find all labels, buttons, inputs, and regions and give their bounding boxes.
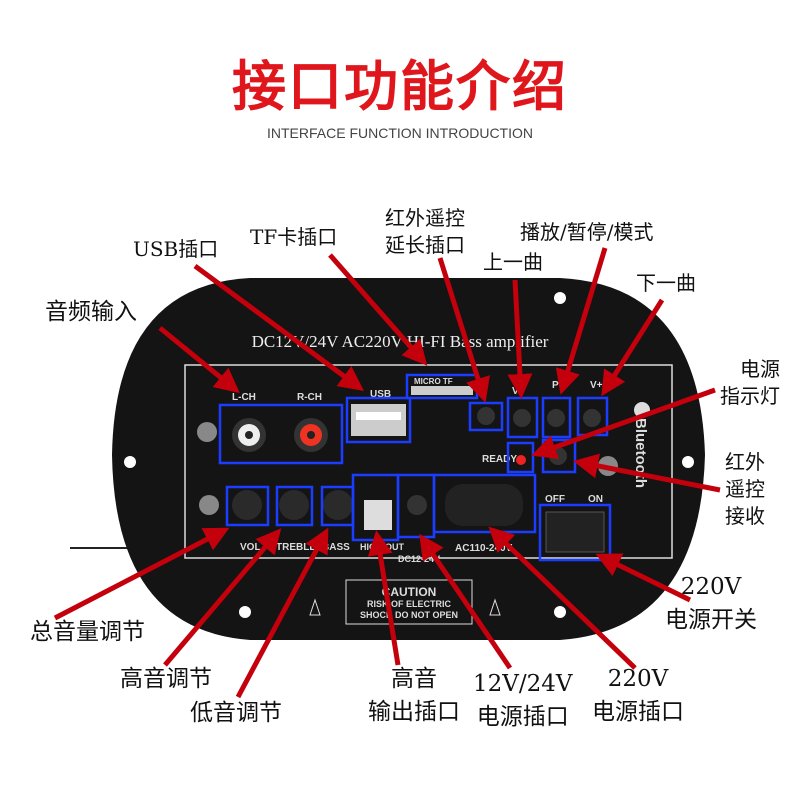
treble-text: TREBLE	[276, 542, 316, 553]
l-ch-text: L-CH	[232, 392, 256, 403]
high-out-text: HIGH OUT	[360, 542, 405, 552]
pointer-arrows	[53, 247, 721, 699]
label-bass: 低音调节	[190, 700, 282, 726]
label-ir-receiver: 红外遥控接收	[725, 449, 765, 530]
page-title: 接口功能介绍	[232, 55, 568, 118]
label-volume: 总音量调节	[30, 619, 145, 645]
label-line: 12V/24V	[473, 671, 573, 697]
label-line: 红外遥控	[385, 206, 465, 230]
label-ac-power: 220V 电源插口	[592, 663, 684, 729]
label-prev: 上一曲	[483, 250, 543, 274]
v-plus-text: V+	[590, 380, 603, 391]
label-line: 遥控	[725, 477, 765, 501]
label-next: 下一曲	[636, 271, 696, 295]
label-ir-extension: 红外遥控延长插口	[385, 205, 465, 259]
ready-text: READY	[482, 454, 517, 465]
label-audio-input: 音频输入	[45, 299, 137, 325]
label-dc-power: 12V/24V 电源插口	[473, 668, 573, 734]
label-line: 电源开关	[665, 607, 757, 633]
off-text: OFF	[545, 494, 565, 505]
label-high-out: 高音输出插口	[368, 663, 460, 729]
ac-text: AC110-240V	[455, 543, 513, 554]
on-text: ON	[588, 494, 603, 505]
caution-line-1: RISK OF ELECTRIC	[367, 599, 452, 609]
label-treble: 高音调节	[120, 666, 212, 692]
label-line: 接收	[725, 504, 765, 528]
label-usb-port: USB插口	[133, 237, 219, 261]
label-line: 电源插口	[476, 704, 569, 730]
model-text: DC12V/24V AC220V HI-FI Bass amplifier	[252, 332, 549, 351]
micro-tf-text: MICRO TF	[414, 377, 453, 386]
label-line: 输出插口	[368, 699, 460, 725]
label-line: 延长插口	[385, 233, 465, 257]
label-line: 红外	[725, 450, 765, 474]
label-line: 电源	[740, 357, 780, 381]
bluetooth-text: Bluetooth	[632, 418, 649, 488]
bass-text: BASS	[322, 542, 350, 553]
vol-text: VOL	[240, 542, 261, 553]
label-play-pause: 播放/暂停/模式	[520, 220, 654, 244]
label-tf-slot: TF卡插口	[250, 225, 338, 249]
label-power-switch: 220V 电源开关	[665, 571, 757, 637]
caution-text: CAUTION	[382, 585, 437, 599]
p-text: P	[552, 380, 559, 391]
caution-line-2: SHOCK DO NOT OPEN	[360, 610, 458, 620]
page-subtitle: INTERFACE FUNCTION INTRODUCTION	[267, 125, 533, 141]
usb-text: USB	[370, 389, 391, 400]
label-line: 220V	[680, 574, 742, 600]
label-line: 电源插口	[592, 699, 684, 725]
label-power-led: 电源指示灯	[720, 356, 780, 410]
label-line: 高音	[391, 666, 437, 692]
label-line: 220V	[607, 666, 669, 692]
r-ch-text: R-CH	[297, 392, 322, 403]
label-line: 指示灯	[720, 384, 780, 408]
dc-text: DC12-24V	[398, 554, 440, 564]
